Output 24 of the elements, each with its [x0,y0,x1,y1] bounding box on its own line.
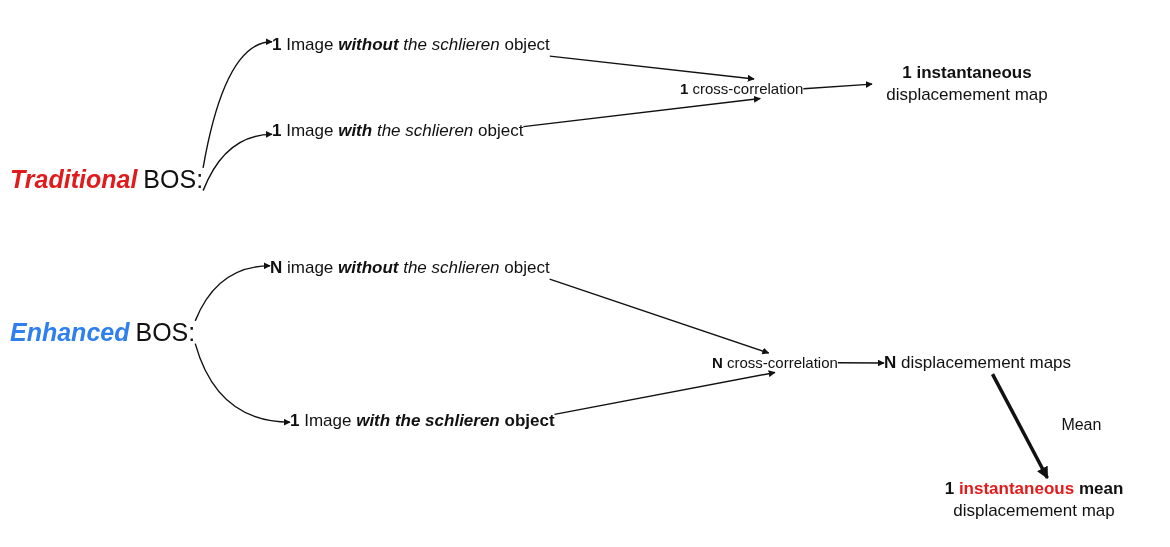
arrow [553,370,776,416]
heading-text: BOS: [135,318,196,346]
step-text: 1 Image with the schlieren object [290,410,555,433]
heading-text: BOS: [143,165,204,193]
step-text: 1 Image without the schlieren object [272,34,550,57]
step-text: 1 instantaneous mean displacemement map [900,478,1168,523]
method-name: Enhanced [10,318,130,346]
arrow [194,262,271,322]
step-text: 1 instantaneous displacemement map [872,62,1062,107]
step-text: 1 cross-correlation [680,79,804,99]
step-text: N cross-correlation [712,353,838,373]
arrow [522,95,761,128]
arrow [549,55,755,82]
arrow [194,342,291,426]
step-text: N displacemement maps [884,352,1072,375]
arrow [548,278,770,355]
arrow [202,131,273,192]
method-name: Traditional [10,165,138,193]
arrow [990,373,1049,480]
arrow [202,38,273,169]
arrow [837,359,885,367]
step-text: N image without the schlieren object [270,257,550,280]
arrow [802,81,873,90]
step-text: 1 Image with the schlieren object [272,120,524,143]
